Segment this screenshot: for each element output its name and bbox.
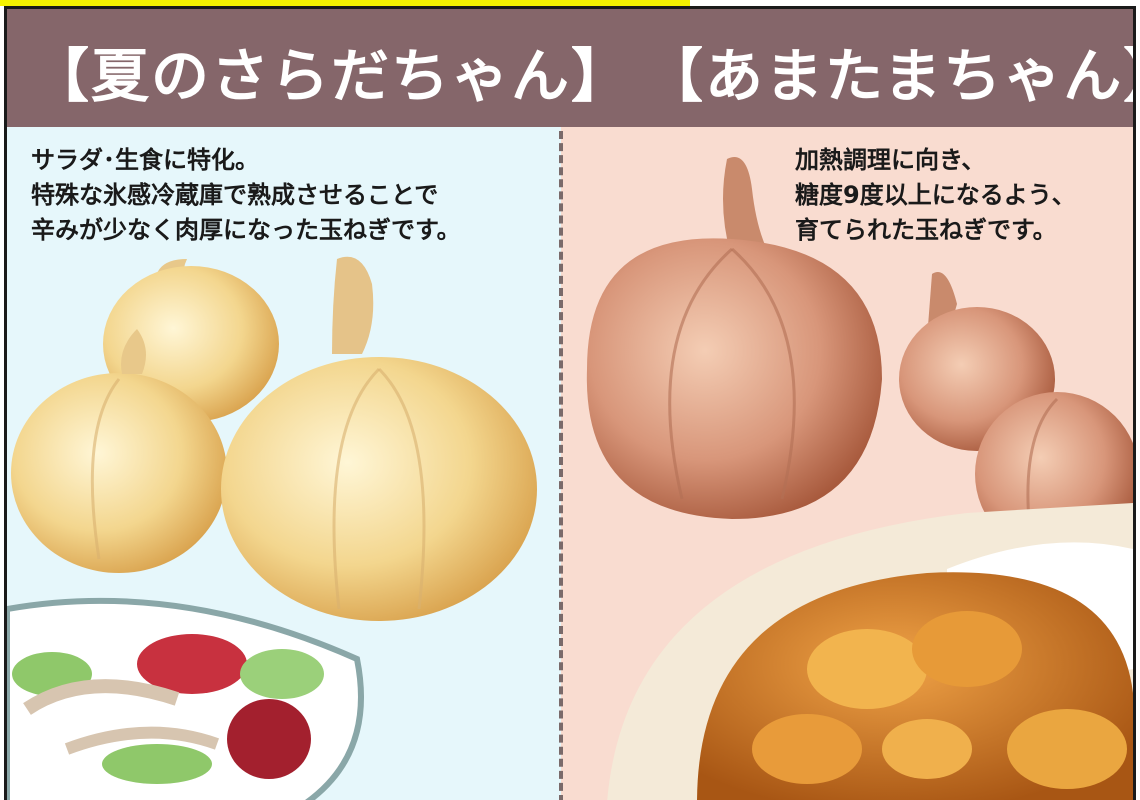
comparison-card: 【夏のさらだちゃん】 【あまたまちゃん】	[4, 6, 1136, 800]
right-description-line: 加熱調理に向き、	[795, 146, 986, 174]
top-accent-bar	[0, 0, 690, 6]
right-description: 加熱調理に向き、 糖度9度以上になるよう、 育てられた玉ねぎです。	[795, 143, 1076, 248]
right-description-line: 糖度9度以上になるよう、	[795, 181, 1076, 209]
left-description-line: 特殊な氷感冷蔵庫で熟成させることで	[31, 181, 439, 209]
right-description-line: 育てられた玉ねぎです。	[795, 216, 1057, 244]
left-description-line: 辛みが少なく肉厚になった玉ねぎです。	[31, 216, 461, 244]
dashed-divider	[559, 131, 563, 800]
right-title: 【あまたまちゃん】	[645, 42, 1136, 110]
header-bar: 【夏のさらだちゃん】 【あまたまちゃん】	[7, 9, 1133, 127]
left-title: 【夏のさらだちゃん】	[31, 42, 632, 110]
left-description: サラダ･生食に特化。 特殊な氷感冷蔵庫で熟成させることで 辛みが少なく肉厚になっ…	[31, 143, 461, 248]
left-description-line: サラダ･生食に特化。	[31, 146, 259, 174]
